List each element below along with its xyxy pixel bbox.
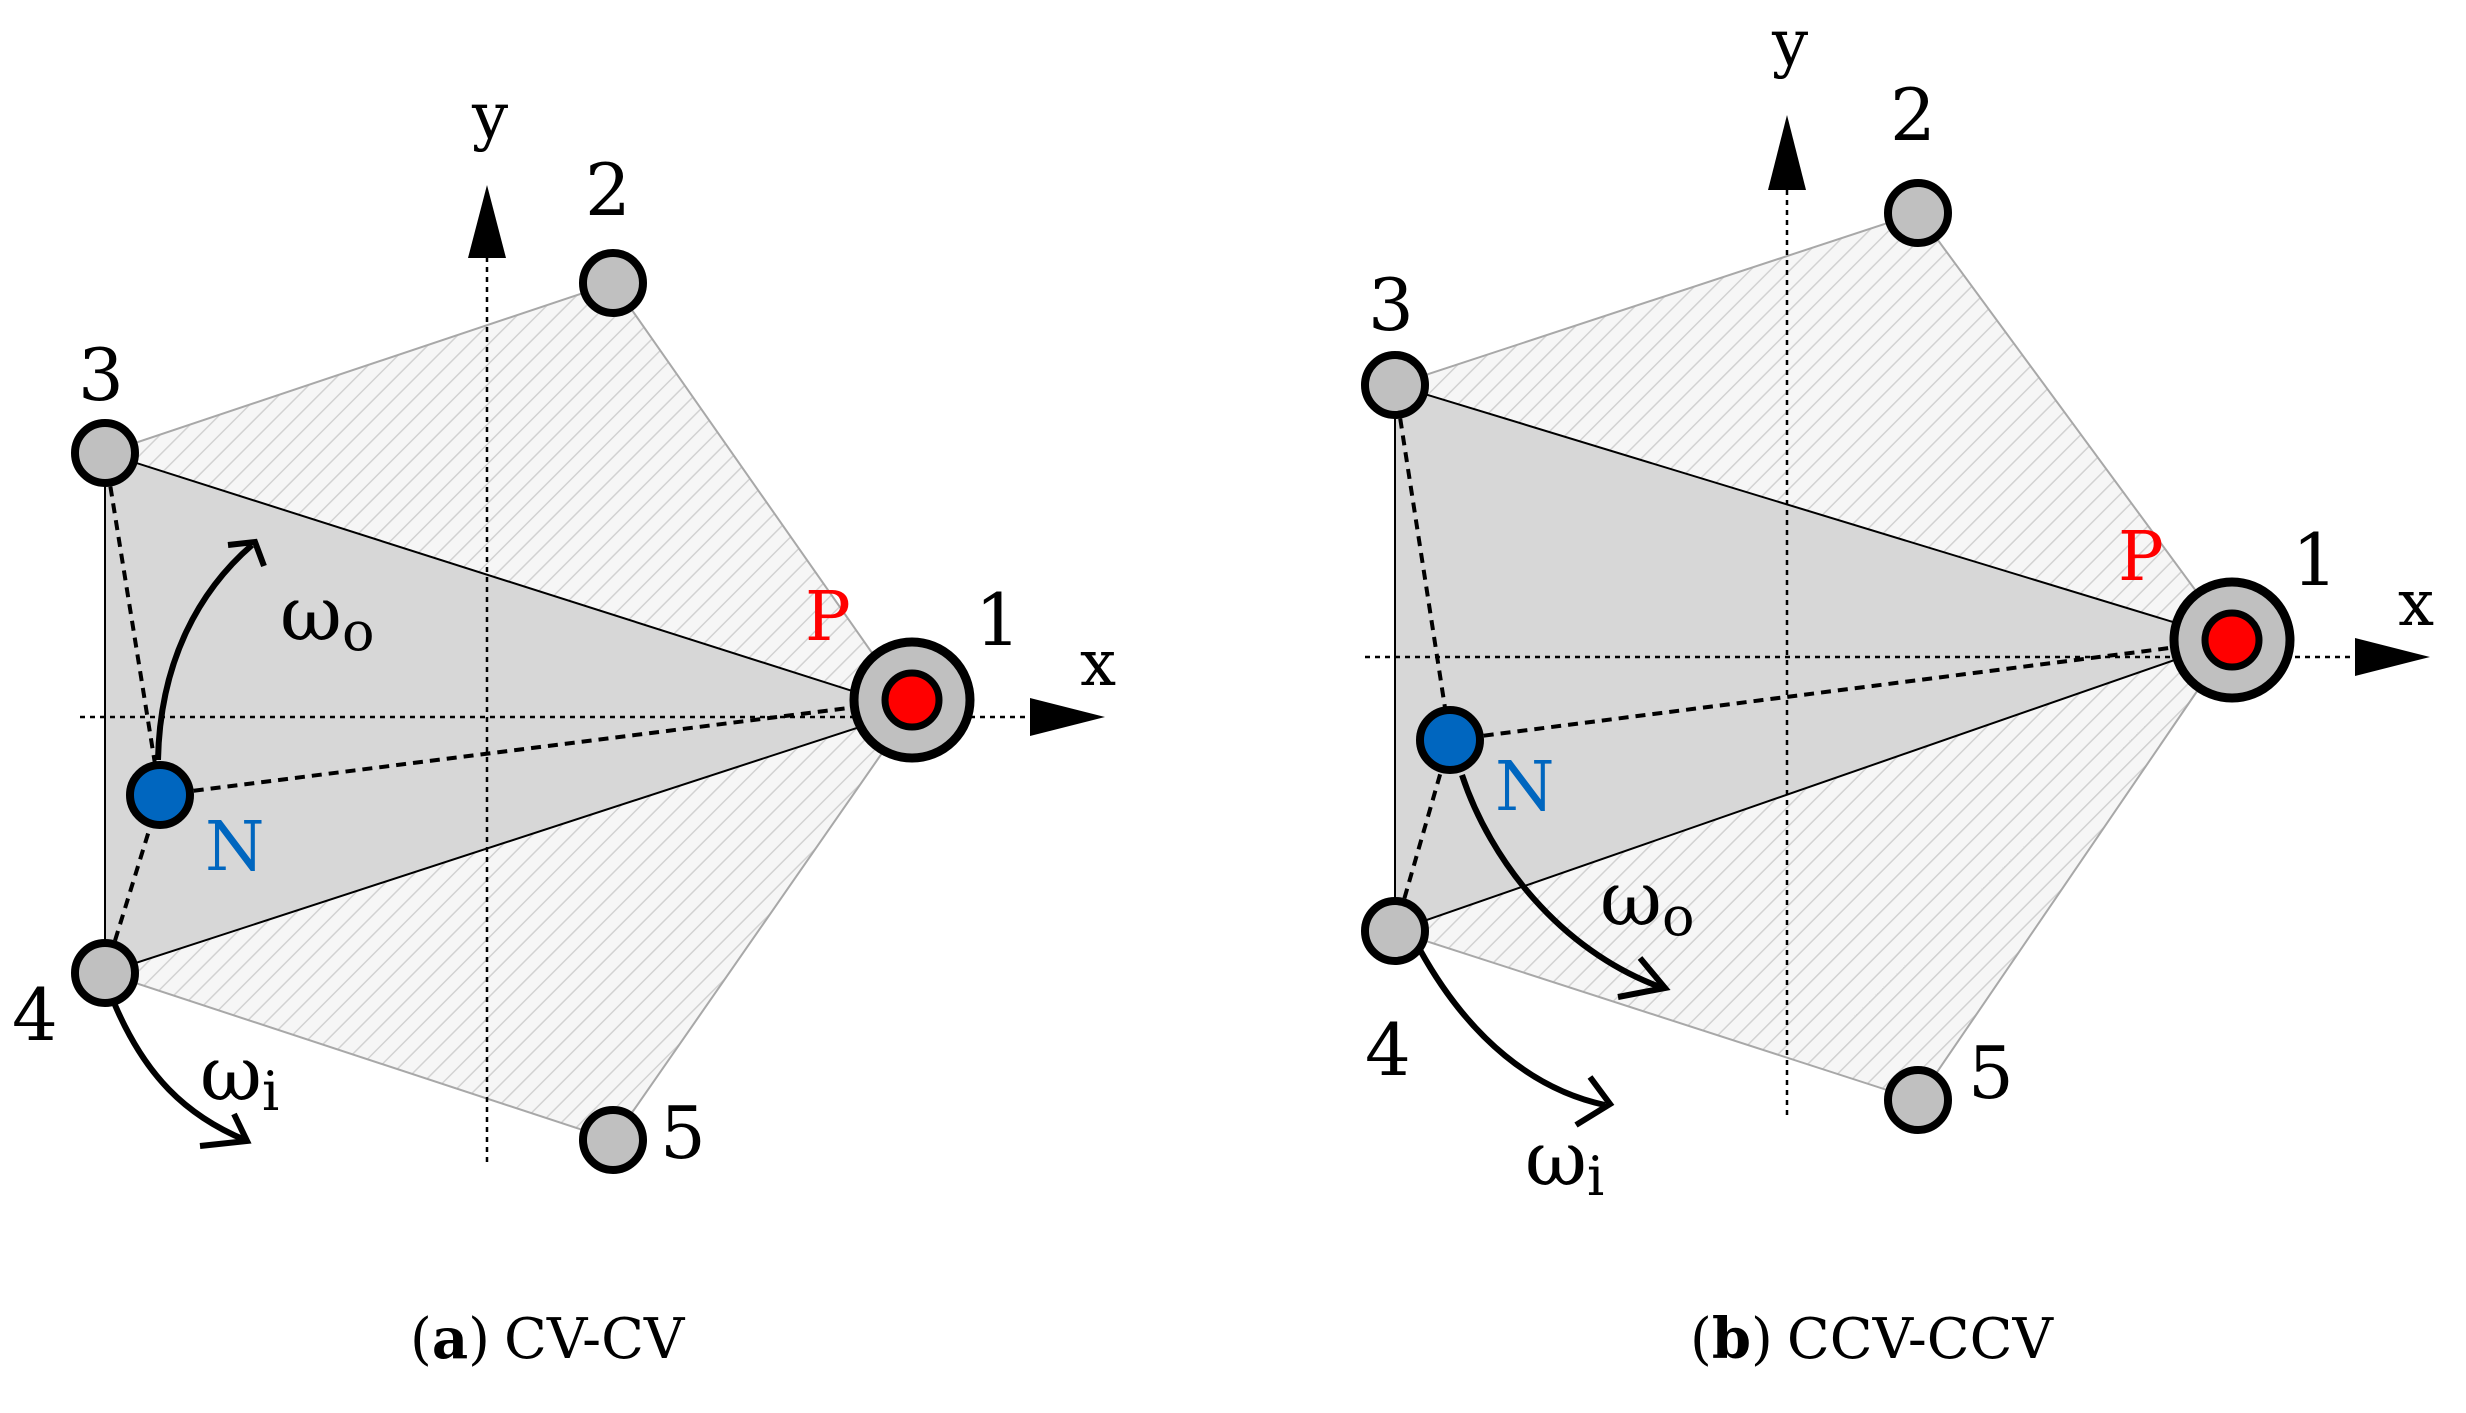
omega-outer-arrow (1459, 774, 1662, 990)
node-label-5: 5 (660, 1091, 706, 1175)
node-label-1: 1 (2292, 518, 2338, 602)
node-5 (1884, 1066, 1952, 1134)
node-label-4: 4 (1365, 1008, 1411, 1092)
point-p-label: P (805, 578, 851, 657)
node-label-3: 3 (1368, 263, 1414, 347)
link-n-p (1449, 638, 2233, 742)
panel-b: 1 2 3 4 5 x y P N ωo ωi (b)CCV-CCV (1361, 7, 2434, 1372)
node-2 (579, 249, 647, 317)
omega-outer-label: ωo (280, 569, 375, 663)
omega-inner-arrowhead (199, 1112, 252, 1149)
node-label-5: 5 (1968, 1031, 2014, 1115)
node-3 (71, 419, 139, 487)
omega-inner-label: ωi (200, 1029, 279, 1123)
point-n (1416, 706, 1484, 774)
node-label-3: 3 (78, 333, 124, 417)
omega-inner-arrow (1417, 948, 1606, 1108)
y-axis-arrowhead (468, 185, 506, 258)
omega-outer-arrow (155, 542, 254, 761)
caption-b: (b)CCV-CCV (1690, 1306, 2054, 1372)
x-axis-arrowhead (2355, 638, 2430, 676)
point-p (881, 669, 943, 731)
triangle-region (104, 451, 916, 975)
node-label-2: 2 (585, 148, 631, 232)
point-p (2201, 609, 2263, 671)
omega-outer-label: ωo (1600, 854, 1695, 948)
axis-label-y: y (1771, 7, 1808, 81)
node-2 (1884, 179, 1952, 247)
node-label-1: 1 (975, 578, 1021, 662)
node-4 (71, 939, 139, 1007)
x-axis-arrowhead (1030, 698, 1105, 736)
axis-label-x: x (2398, 567, 2434, 641)
omega-inner-arrowhead (1574, 1075, 1615, 1128)
omega-inner-arrow (112, 1003, 247, 1143)
point-n-label: N (205, 808, 265, 887)
node-label-2: 2 (1890, 73, 1936, 157)
omega-outer-arrowhead (227, 538, 267, 568)
axis-label-x: x (1080, 627, 1116, 701)
node-5 (579, 1106, 647, 1174)
point-p-label: P (2118, 518, 2164, 597)
link-n-p (159, 698, 913, 797)
y-axis-arrowhead (1768, 115, 1806, 190)
caption-a: (a)CV-CV (410, 1306, 686, 1372)
panel-a: 1 2 3 4 5 x y P N ωo ωi (a)CV-CV (12, 80, 1116, 1372)
node-label-4: 4 (12, 973, 58, 1057)
node-3 (1361, 351, 1429, 419)
point-n (126, 761, 194, 829)
omega-outer-arrowhead (1617, 956, 1671, 1000)
link-3-n (103, 452, 162, 796)
axis-label-y: y (471, 80, 508, 154)
point-n-label: N (1495, 748, 1555, 827)
link-3-n (1393, 384, 1452, 741)
node-4 (1361, 897, 1429, 965)
omega-inner-label: ωi (1525, 1114, 1604, 1208)
